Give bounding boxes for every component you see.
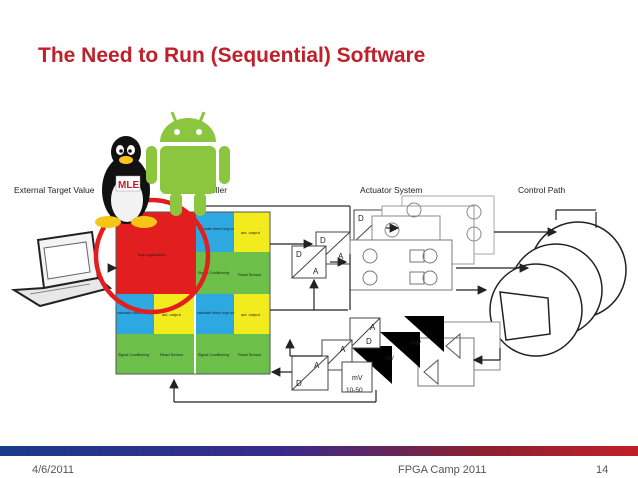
svg-text:A: A: [370, 323, 376, 332]
controller-label: oller: [211, 185, 227, 195]
svg-text:mV: mV: [352, 375, 363, 382]
svg-text:D: D: [366, 337, 372, 346]
footer-gradient-bar: [0, 446, 638, 456]
controller-grid: loop application calculate direct loop c…: [115, 211, 271, 375]
footer-page-number: 14: [596, 464, 609, 476]
external-target-label: External Target Value: [14, 185, 95, 195]
svg-text:D: D: [358, 214, 364, 223]
svg-text:D: D: [296, 379, 302, 388]
loop-application-cell: loop application: [138, 252, 166, 257]
calc-direct-top-cell: calculate direct loop control: [198, 227, 242, 231]
calc-closed-cell: calculate closed loop control: [117, 311, 162, 315]
calc-direct-br-cell: calculate direct loop control: [197, 311, 241, 315]
read-sensor-top-cell: Read Sensor: [238, 272, 262, 277]
sensor-amplifiers: A D A A D mV mV mV 10-50: [291, 316, 501, 394]
svg-text:A: A: [314, 361, 320, 370]
slide-title: The Need to Run (Sequential) Software: [38, 44, 426, 67]
svg-text:D: D: [320, 236, 326, 245]
signal-cond-bl-cell: Signal Conditioning: [118, 353, 149, 357]
laptop-icon: [10, 230, 113, 308]
actuator-boxes: [349, 195, 495, 291]
android-robot-icon: [146, 111, 230, 216]
footer-date: 4/6/2011: [32, 464, 75, 476]
svg-text:A: A: [313, 267, 319, 276]
footer-event: FPGA Camp 2011: [398, 464, 487, 476]
svg-text:D: D: [296, 250, 302, 259]
svg-text:mV: mV: [385, 356, 394, 362]
signal-cond-top-cell: Signal Conditioning: [198, 271, 229, 275]
mle-badge-icon: MLE: [115, 175, 141, 192]
signal-cond-br-cell: Signal Conditioning: [198, 353, 229, 357]
control-system-diagram: External Target Value oller Actuator Sys…: [10, 111, 627, 403]
act-output-br-cell: act. output: [241, 312, 261, 317]
read-sensor-br-cell: Read Sensor: [238, 352, 262, 357]
svg-text:mV: mV: [412, 341, 421, 347]
act-output-top-cell: act. output: [241, 230, 261, 235]
highlight-circle: [93, 197, 211, 315]
control-path-label: Control Path: [518, 185, 566, 195]
svg-text:A: A: [338, 252, 344, 261]
svg-text:10-50: 10-50: [346, 387, 363, 394]
signal-connectors: [107, 209, 597, 403]
read-sensor-bl-cell: Read Sensor: [160, 352, 184, 357]
svg-text:A: A: [340, 345, 346, 354]
act-output-bl-cell: act. output: [162, 312, 182, 317]
control-path-motors: [489, 221, 627, 357]
actuator-system-label: Actuator System: [360, 185, 422, 195]
svg-text:MLE: MLE: [118, 180, 139, 191]
da-converter-2: D A: [291, 245, 327, 279]
